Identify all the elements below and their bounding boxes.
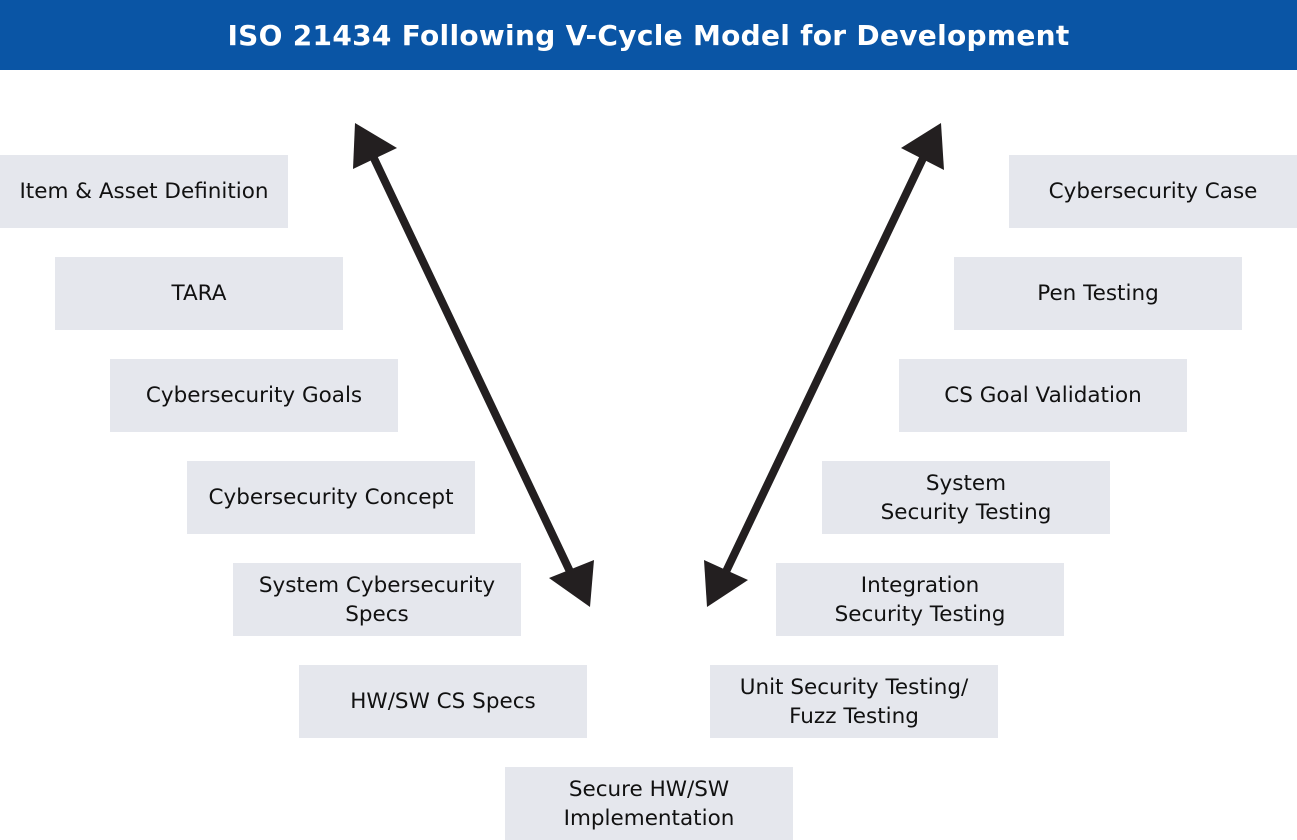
diagram-title: ISO 21434 Following V-Cycle Model for De…	[227, 18, 1070, 52]
right-double-arrow	[704, 123, 944, 607]
step-unit-security-testing: Unit Security Testing/ Fuzz Testing	[710, 665, 998, 738]
left-double-arrow	[353, 123, 594, 607]
step-pen-testing: Pen Testing	[954, 257, 1242, 330]
left-arrow-head-up	[353, 123, 397, 169]
right-arrow-shaft	[718, 150, 930, 582]
step-system-cybersecurity-specs: System Cybersecurity Specs	[233, 563, 521, 636]
step-item-asset-definition: Item & Asset Definition	[0, 155, 288, 228]
step-system-security-testing: System Security Testing	[822, 461, 1110, 534]
left-arrow-head-down	[549, 560, 594, 607]
right-arrow-head-down	[704, 560, 748, 607]
step-hw-sw-cs-specs: HW/SW CS Specs	[299, 665, 587, 738]
right-arrow-head-up	[901, 123, 944, 170]
title-banner: ISO 21434 Following V-Cycle Model for De…	[0, 0, 1297, 70]
step-tara: TARA	[55, 257, 343, 330]
step-cybersecurity-case: Cybersecurity Case	[1009, 155, 1297, 228]
step-cybersecurity-concept: Cybersecurity Concept	[187, 461, 475, 534]
step-cs-goal-validation: CS Goal Validation	[899, 359, 1187, 432]
left-arrow-shaft	[367, 150, 578, 582]
step-integration-security-testing: Integration Security Testing	[776, 563, 1064, 636]
step-cybersecurity-goals: Cybersecurity Goals	[110, 359, 398, 432]
step-secure-implementation: Secure HW/SW Implementation	[505, 767, 793, 840]
